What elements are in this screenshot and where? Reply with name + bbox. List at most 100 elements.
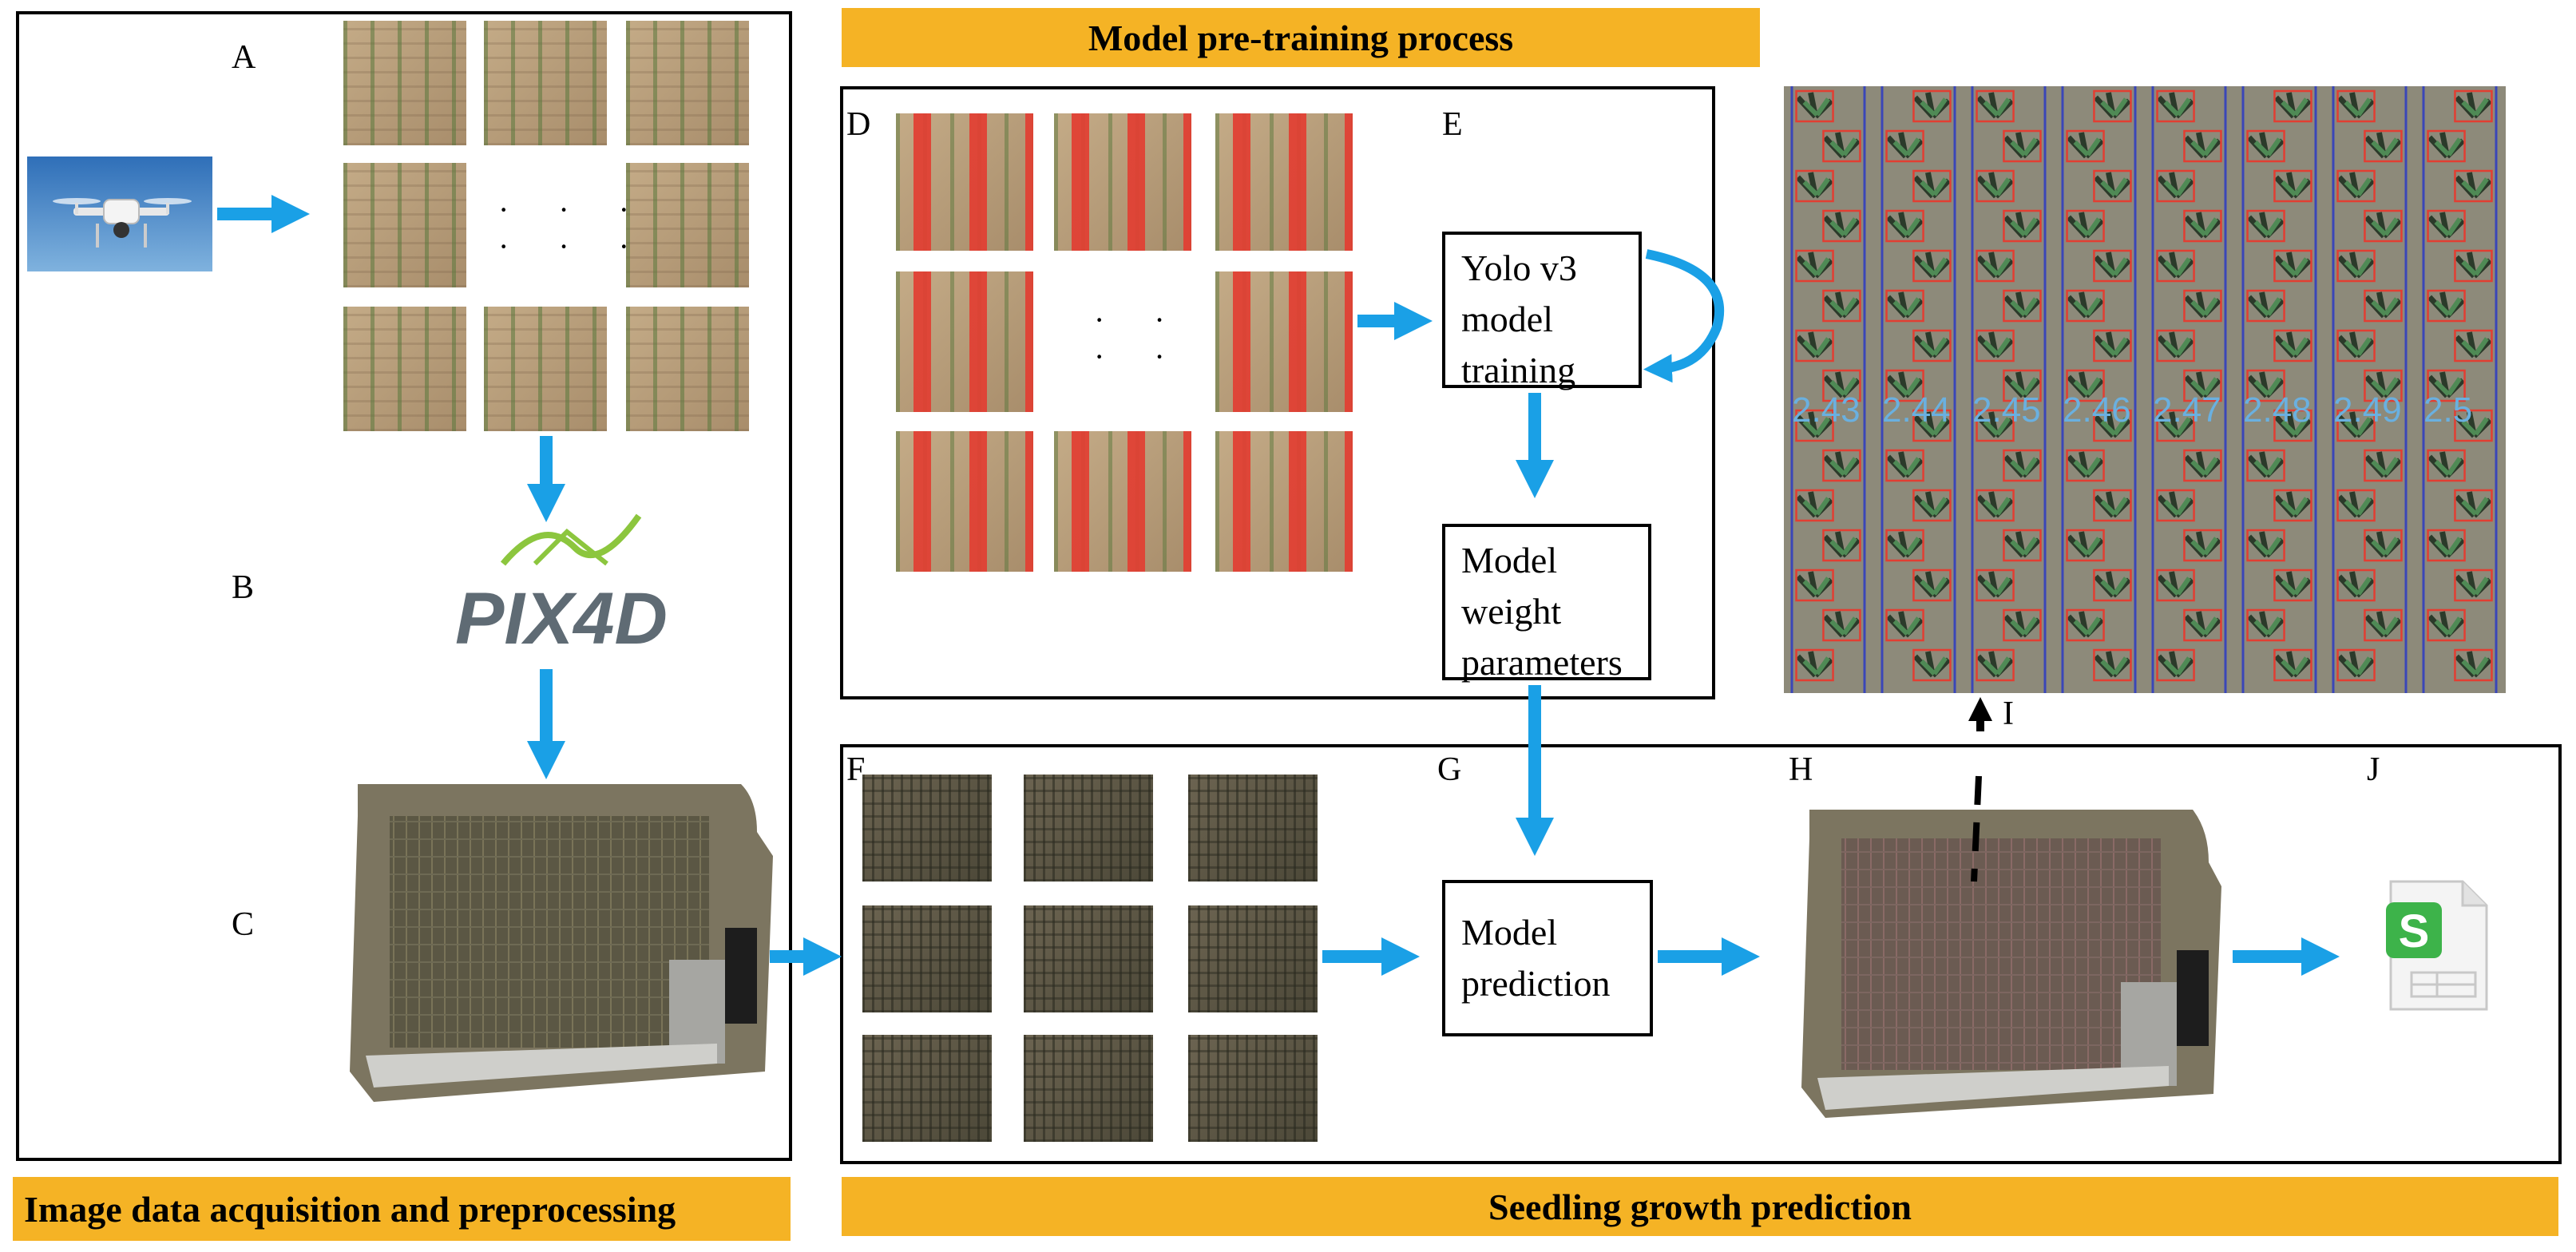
seedling-mark bbox=[2073, 137, 2102, 157]
model-prediction-box: Model prediction bbox=[1442, 880, 1653, 1036]
label-i: I bbox=[2003, 695, 2014, 732]
detection-box bbox=[2454, 489, 2493, 522]
seedling-mark bbox=[2344, 497, 2372, 517]
detection-box bbox=[2183, 209, 2222, 243]
detection-box bbox=[2454, 169, 2493, 203]
detection-box bbox=[2364, 289, 2403, 323]
detection-box bbox=[2066, 129, 2105, 163]
seedling-mark bbox=[2461, 497, 2489, 517]
detection-box bbox=[2336, 329, 2376, 363]
prediction-input-tile bbox=[1188, 1035, 1318, 1142]
seedling-mark bbox=[2163, 656, 2192, 676]
seedling-mark bbox=[1920, 97, 1948, 117]
seedling-mark bbox=[2253, 137, 2282, 157]
detection-box bbox=[2093, 648, 2132, 682]
detection-box bbox=[2364, 369, 2403, 402]
detection-box bbox=[2156, 409, 2195, 442]
zoom-marker-line bbox=[1971, 775, 1982, 882]
field-image-tile bbox=[343, 163, 466, 287]
seedling-mark bbox=[2253, 297, 2282, 317]
seedling-mark bbox=[2434, 457, 2463, 477]
detection-box bbox=[2427, 608, 2466, 642]
seedling-mark bbox=[1892, 457, 1921, 477]
seedling-mark bbox=[2461, 576, 2489, 596]
detection-box bbox=[2066, 608, 2105, 642]
seedling-mark bbox=[2371, 137, 2399, 157]
detection-box bbox=[1795, 569, 1834, 602]
detection-box bbox=[1976, 169, 2015, 203]
detection-box bbox=[2156, 89, 2195, 123]
model-weights-box: Model weight parameters bbox=[1442, 524, 1651, 683]
detection-box bbox=[2003, 209, 2042, 243]
label-c: C bbox=[232, 906, 255, 943]
detection-box bbox=[2336, 489, 2376, 522]
detection-box bbox=[2156, 648, 2195, 682]
detection-box bbox=[1912, 409, 1952, 442]
seedling-mark bbox=[2281, 576, 2308, 596]
spreadsheet-icon: S bbox=[2383, 878, 2495, 1014]
detection-box bbox=[2246, 529, 2285, 562]
banner-seedling-prediction: Seedling growth prediction bbox=[842, 1177, 2558, 1236]
label-g: G bbox=[1437, 751, 1462, 788]
model-prediction-label: Model prediction bbox=[1461, 912, 1611, 1004]
banner-model-pretraining: Model pre-training process bbox=[842, 8, 1760, 67]
labeled-training-tile bbox=[1215, 431, 1353, 572]
detection-box bbox=[2003, 289, 2042, 323]
seedling-mark bbox=[2434, 137, 2463, 157]
detection-box bbox=[2364, 129, 2403, 163]
detection-box bbox=[2003, 608, 2042, 642]
detection-box bbox=[1795, 648, 1834, 682]
detection-box bbox=[1912, 169, 1952, 203]
seedling-mark bbox=[2281, 417, 2308, 437]
detection-box bbox=[1795, 409, 1834, 442]
labeled-training-tile bbox=[1054, 113, 1191, 251]
seedling-mark bbox=[1983, 177, 2011, 197]
seedling-mark bbox=[1920, 417, 1948, 437]
seedling-mark bbox=[2010, 537, 2038, 557]
seedling-mark bbox=[1920, 177, 1948, 197]
detection-box bbox=[2336, 249, 2376, 283]
seedling-mark bbox=[2190, 297, 2218, 317]
seedling-mark bbox=[1802, 97, 1831, 117]
label-h: H bbox=[1789, 751, 1813, 788]
seedling-mark bbox=[1983, 97, 2011, 117]
detection-value-label: 2.49 bbox=[2333, 390, 2402, 430]
seedling-mark bbox=[2100, 337, 2128, 357]
detection-box bbox=[1885, 369, 1924, 402]
seedling-mark bbox=[2073, 217, 2102, 237]
seedling-mark bbox=[2073, 297, 2102, 317]
seedling-mark bbox=[2163, 576, 2192, 596]
seedling-mark bbox=[2461, 97, 2489, 117]
detection-box bbox=[1885, 529, 1924, 562]
detection-box bbox=[2364, 608, 2403, 642]
detection-box bbox=[1912, 648, 1952, 682]
field-image-tile bbox=[626, 307, 749, 431]
detection-box bbox=[2183, 129, 2222, 163]
seedling-mark bbox=[1802, 417, 1831, 437]
seedling-mark bbox=[1892, 537, 1921, 557]
detection-box bbox=[1795, 89, 1834, 123]
seedling-mark bbox=[2253, 457, 2282, 477]
detection-box bbox=[1976, 409, 2015, 442]
model-weights-label: Model weight parameters bbox=[1461, 540, 1623, 683]
seedling-mark bbox=[1829, 217, 1857, 237]
detection-box bbox=[1912, 249, 1952, 283]
seedling-mark bbox=[2190, 457, 2218, 477]
field-image-tile bbox=[484, 21, 607, 145]
detection-box bbox=[1795, 169, 1834, 203]
ellipsis-dots: · · ·· · · bbox=[1094, 302, 1246, 374]
detection-box bbox=[2156, 329, 2195, 363]
seedling-mark bbox=[2163, 177, 2192, 197]
seedling-mark bbox=[2281, 257, 2308, 277]
orthomosaic-image bbox=[342, 768, 773, 1102]
prediction-input-tile bbox=[1188, 775, 1318, 882]
detection-box bbox=[2066, 209, 2105, 243]
detection-box bbox=[2454, 648, 2493, 682]
panel-pretraining bbox=[840, 86, 1715, 699]
seedling-mark bbox=[1892, 377, 1921, 397]
seedling-mark bbox=[1983, 337, 2011, 357]
detection-box bbox=[2246, 608, 2285, 642]
